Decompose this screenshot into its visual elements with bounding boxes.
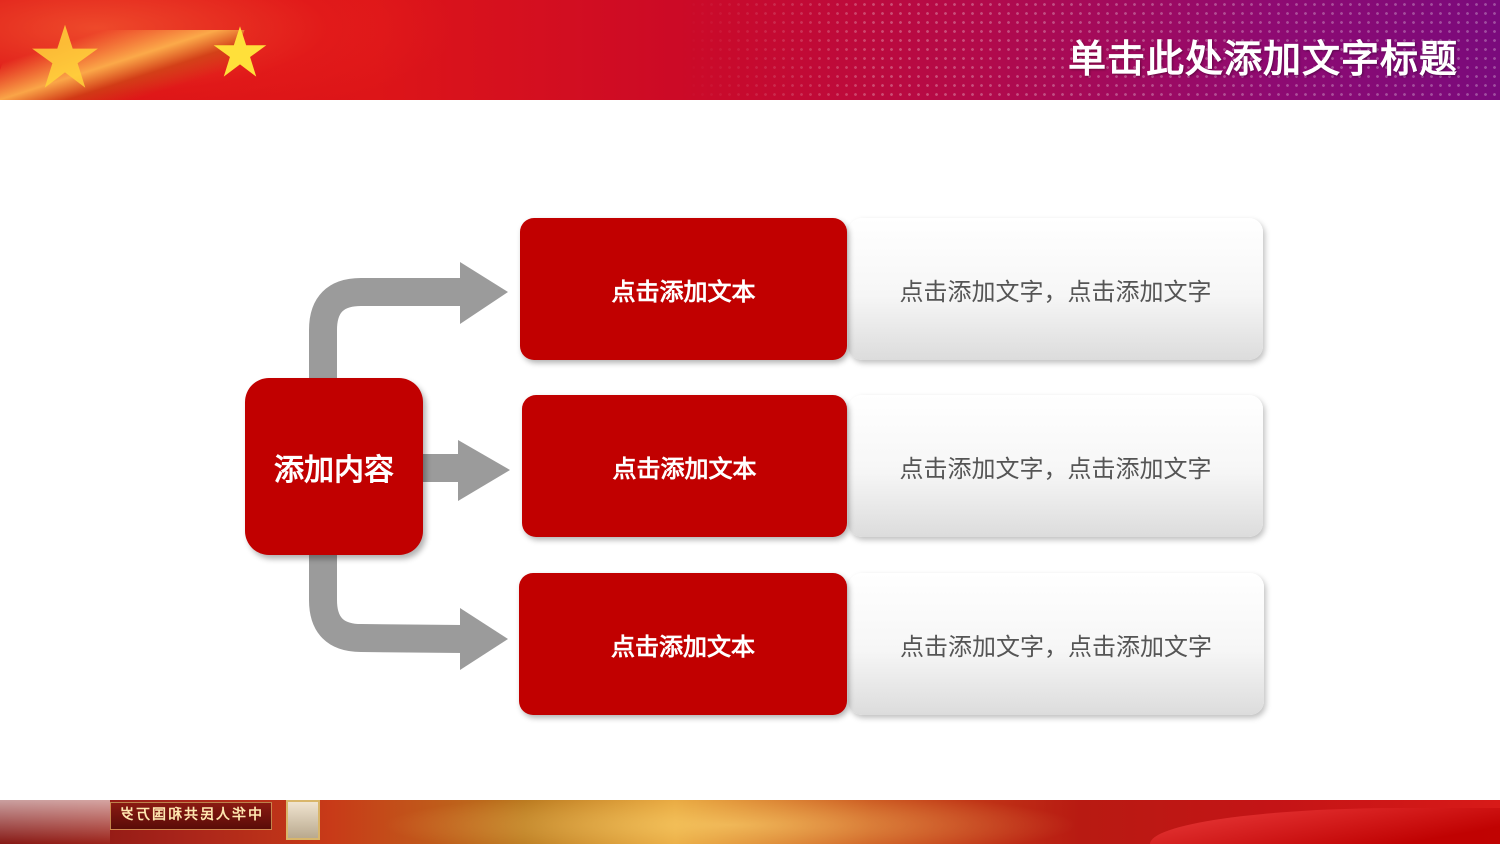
tiananmen-gate-decoration: [110, 802, 272, 830]
row-2-label: 点击添加文本: [612, 454, 757, 483]
crowd-decoration: [0, 800, 110, 844]
row-3-label: 点击添加文本: [611, 632, 755, 661]
row-1-text: 点击添加文字，点击添加文字: [899, 277, 1212, 306]
portrait-decoration: [286, 800, 320, 840]
golden-glow-decoration: [380, 800, 1080, 844]
dot-world-map-decoration: [680, 0, 1500, 100]
row-1-label: 点击添加文本: [611, 277, 756, 306]
row-1-text-box[interactable]: 点击添加文字，点击添加文字: [848, 218, 1263, 360]
diagram-row-1: 点击添加文本 点击添加文字，点击添加文字: [0, 218, 1500, 360]
arrow-bottom-head: [460, 608, 508, 670]
arrow-bottom-stem: [309, 553, 463, 653]
header-banner: 单击此处添加文字标题: [0, 0, 1500, 100]
diagram-row-2: 点击添加文本 点击添加文字，点击添加文字: [0, 395, 1500, 537]
arrow-top-stem: [309, 278, 462, 380]
row-2-label-box[interactable]: 点击添加文本: [522, 395, 847, 537]
diagram-row-3: 点击添加文本 点击添加文字，点击添加文字: [0, 573, 1500, 715]
page-title[interactable]: 单击此处添加文字标题: [1067, 37, 1458, 81]
arrow-middle-head: [458, 440, 510, 501]
footer-banner: 中华人民共和国万岁: [0, 800, 1500, 844]
row-3-label-box[interactable]: 点击添加文本: [519, 573, 847, 715]
row-1-label-box[interactable]: 点击添加文本: [520, 218, 847, 360]
arrow-top-head: [460, 262, 508, 324]
small-star-icon: [213, 26, 267, 77]
row-3-text-box[interactable]: 点击添加文字，点击添加文字: [848, 573, 1264, 715]
row-3-text: 点击添加文字，点击添加文字: [900, 632, 1212, 661]
row-2-text-box[interactable]: 点击添加文字，点击添加文字: [848, 395, 1263, 537]
row-2-text: 点击添加文字，点击添加文字: [899, 454, 1212, 483]
center-content-label: 添加内容: [274, 452, 394, 488]
center-content-box[interactable]: 添加内容: [245, 378, 423, 555]
large-star-icon: [32, 24, 98, 88]
